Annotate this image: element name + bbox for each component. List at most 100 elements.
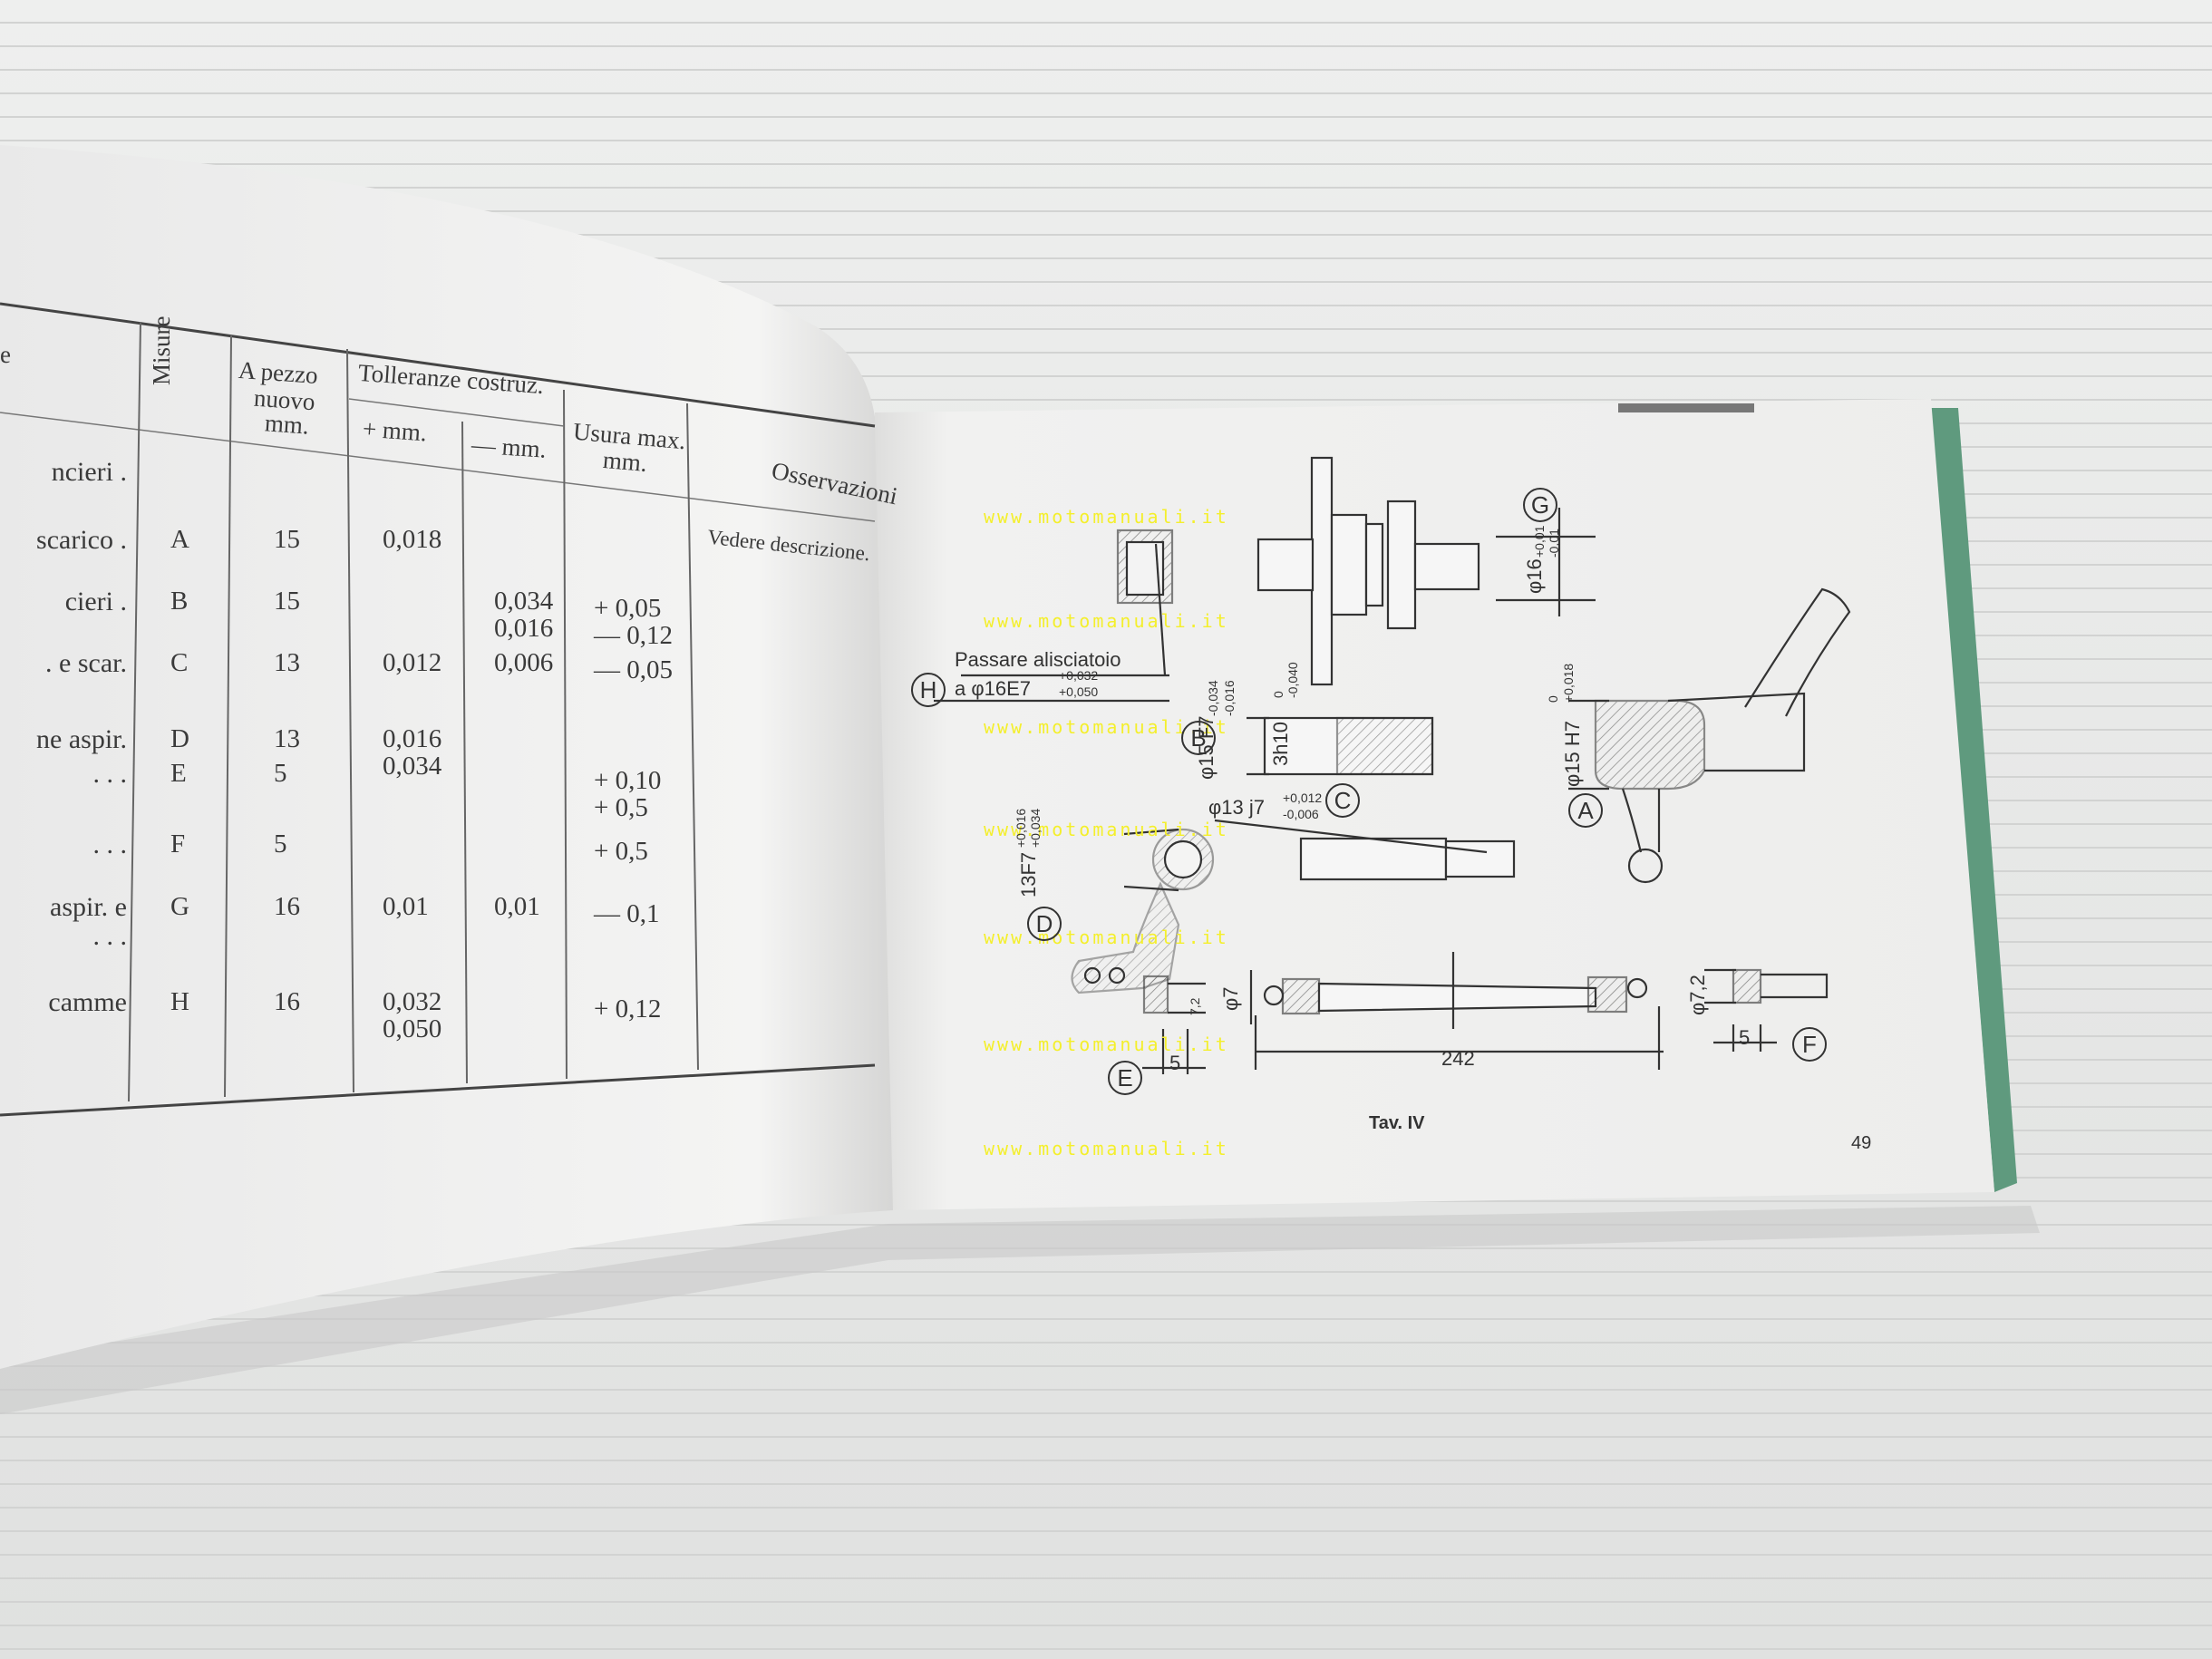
table-cell-plus: 0,032 0,050	[383, 987, 442, 1044]
table-cell-nuovo: 15	[274, 525, 300, 554]
tol-h-upper: +0,032	[1059, 668, 1099, 683]
col-rule-6	[686, 403, 699, 1071]
dim-c: φ13 j7	[1208, 796, 1265, 819]
page-shadow-strip	[1618, 403, 1754, 412]
table-bottom-rule	[0, 1063, 876, 1117]
label-g: G	[1523, 488, 1557, 522]
page-number: 49	[1851, 1133, 1872, 1153]
table-cell-usura: + 0,12	[594, 994, 662, 1024]
col-rule-4	[461, 421, 468, 1084]
usura-header-2: mm.	[601, 445, 649, 478]
minus-mm-header: — mm.	[471, 431, 548, 463]
dim-e: 7,2	[1188, 997, 1202, 1015]
watermark-text: www.motomanuali.it	[984, 1138, 1229, 1159]
watermark-text: www.motomanuali.it	[984, 610, 1229, 632]
table-cell-usura: — 0,1	[594, 899, 660, 928]
table-cell-misura: E	[170, 759, 187, 788]
watermark-text: www.motomanuali.it	[984, 927, 1229, 948]
table-cell-minus: 0,006	[494, 648, 554, 677]
watermark-text: www.motomanuali.it	[984, 1033, 1229, 1055]
col-rule-5	[563, 389, 568, 1080]
dim-d: 13F7	[1017, 851, 1040, 897]
tol-c-upper: +0,012	[1283, 791, 1323, 805]
label-d: D	[1027, 907, 1062, 941]
tol-g-upper: +0,01	[1532, 525, 1547, 558]
plate-label: Tav. IV	[1369, 1113, 1425, 1133]
label-f: F	[1792, 1027, 1827, 1062]
tol-b-upper: -0,034	[1206, 680, 1220, 716]
table-cell-desc: . . .	[92, 759, 128, 789]
table-cell-usura: + 0,05 — 0,12	[594, 594, 673, 651]
technical-drawing	[934, 456, 1851, 1074]
tol-b2-lower: -0,040	[1285, 662, 1300, 698]
book-shadow	[0, 1206, 2040, 1414]
table-cell-minus: 0,034 0,016	[494, 587, 554, 644]
left-page	[0, 145, 893, 1369]
table-cell-nuovo: 5	[274, 830, 287, 859]
watermark-text: www.motomanuali.it	[984, 819, 1229, 840]
dim-e-width: 5	[1169, 1052, 1181, 1074]
tol-c-lower: -0,006	[1283, 807, 1319, 821]
table-cell-minus: 0,01	[494, 892, 540, 921]
tol-a-lower: 0	[1546, 695, 1560, 703]
tol-a-upper: +0,018	[1561, 663, 1576, 703]
desc-header-fragment: e	[0, 341, 11, 368]
misure-header: Misure	[148, 315, 175, 386]
table-header-rule	[0, 412, 876, 522]
table-cell-desc: cieri .	[64, 587, 127, 616]
table-cell-nuovo: 16	[274, 892, 300, 921]
table-cell-usura: — 0,05	[594, 655, 673, 684]
table-cell-nuovo: 5	[274, 759, 287, 788]
dim-b2: 3h10	[1269, 722, 1292, 766]
table-cell-misura: B	[170, 587, 189, 616]
label-h: H	[911, 673, 946, 707]
table-cell-plus: 0,01	[383, 892, 429, 921]
note-h: Passare alisciatoio	[955, 648, 1121, 671]
table-cell-misura: D	[170, 724, 189, 753]
dim-g: φ16	[1523, 558, 1546, 594]
plus-mm-header: + mm.	[362, 414, 428, 447]
table-cell-desc: . . .	[92, 830, 128, 859]
table-cell-desc: aspir. e . . .	[50, 892, 127, 951]
table-cell-nuovo: 13	[274, 724, 300, 753]
a-pezzo-header-1: A pezzo	[238, 355, 319, 390]
table-cell-nuovo: 13	[274, 648, 300, 677]
col-rule-2	[224, 335, 232, 1098]
table-cell-misura: G	[170, 892, 189, 921]
col-rule-1	[128, 321, 141, 1102]
dim-a: φ15 H7	[1561, 721, 1584, 787]
table-cell-plus: 0,018	[383, 525, 442, 554]
label-a: A	[1568, 793, 1603, 828]
dim-rod-length: 242	[1441, 1047, 1475, 1070]
table-cell-usura: + 0,5	[594, 837, 648, 866]
table-cell-nuovo: 15	[274, 587, 300, 616]
col-rule-3	[346, 348, 354, 1093]
table-cell-misura: C	[170, 648, 189, 677]
table-cell-desc: ncieri .	[51, 457, 127, 487]
table-top-rule	[0, 302, 876, 428]
table-cell-plus: 0,012	[383, 648, 442, 677]
watermark-text: www.motomanuali.it	[984, 506, 1229, 528]
table-cell-usura: + 0,10 + 0,5	[594, 766, 662, 823]
dim-f: φ7,2	[1686, 975, 1709, 1015]
table-cell-desc: ne aspir.	[36, 724, 127, 754]
table-cell-misura: F	[170, 830, 186, 859]
table-cell-desc: camme	[48, 987, 127, 1017]
tolleranze-underline	[348, 398, 565, 427]
tol-d-upper: +0,016	[1014, 808, 1028, 848]
label-c: C	[1325, 783, 1360, 818]
dim-f-width: 5	[1739, 1026, 1751, 1049]
label-e: E	[1108, 1061, 1142, 1095]
dim-h: a φ16E7	[955, 677, 1031, 700]
table-cell-misura: A	[170, 525, 189, 554]
tol-d-lower: +0,034	[1028, 808, 1043, 848]
tol-b-lower: -0,016	[1222, 680, 1237, 716]
label-b: B	[1181, 721, 1216, 755]
cover-edge	[1931, 408, 2017, 1192]
table-cell-desc: . e scar.	[45, 648, 127, 678]
table-cell-misura: H	[170, 987, 189, 1016]
table-cell-nuovo: 16	[274, 987, 300, 1016]
a-pezzo-header-3: mm.	[264, 409, 310, 440]
dim-rod-diameter: φ7	[1219, 986, 1242, 1011]
